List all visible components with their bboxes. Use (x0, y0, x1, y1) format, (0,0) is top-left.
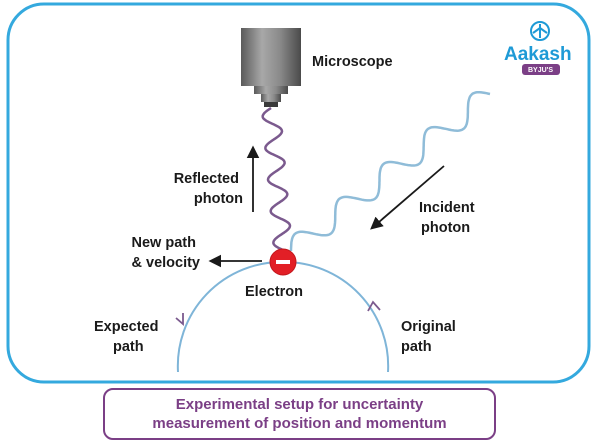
expected-path-arrowhead-icon (175, 313, 184, 326)
logo-sub-badge (522, 64, 560, 75)
microscope-label: Microscope (312, 54, 393, 70)
expected-path-arc (176, 260, 284, 373)
microscope-icon (241, 28, 301, 107)
original-path-label: Original path (401, 319, 460, 355)
logo-emblem-icon (530, 21, 550, 41)
reflected-photon-line-1: Reflected (174, 171, 239, 187)
incident-photon-label: Incident photon (419, 200, 479, 236)
logo-sub-text: BYJU'S (528, 67, 553, 74)
caption-box: Experimental setup for uncertainty measu… (103, 388, 496, 440)
incident-direction-arrow (370, 165, 445, 230)
incident-photon-line-2: photon (421, 220, 470, 236)
electron-icon (269, 248, 297, 276)
reflected-photon-label: Reflected photon (174, 171, 243, 207)
caption-line-1: Experimental setup for uncertainty (175, 396, 424, 413)
expected-path-line-1: Expected (94, 319, 158, 335)
new-path-line-2: & velocity (132, 255, 201, 271)
original-path-line-1: Original (401, 319, 456, 335)
aakash-logo: Aakash BYJU'S (504, 21, 572, 75)
expected-path-line-2: path (113, 339, 144, 355)
expected-path-label: Expected path (94, 319, 163, 355)
electron-label: Electron (245, 284, 303, 300)
incident-photon-line-1: Incident (419, 200, 475, 216)
incident-photon-wave (289, 90, 491, 251)
diagram-frame (6, 2, 591, 384)
reflected-photon-wave (261, 106, 292, 252)
new-path-line-1: New path (132, 235, 196, 251)
original-path-arc (282, 260, 390, 373)
reflected-photon-line-2: photon (194, 191, 243, 207)
original-path-line-2: path (401, 339, 432, 355)
caption-line-2: measurement of position and momentum (152, 415, 447, 432)
logo-text: Aakash (504, 44, 572, 65)
new-path-label: New path & velocity (132, 235, 201, 271)
original-path-arrowhead-icon (367, 300, 381, 312)
